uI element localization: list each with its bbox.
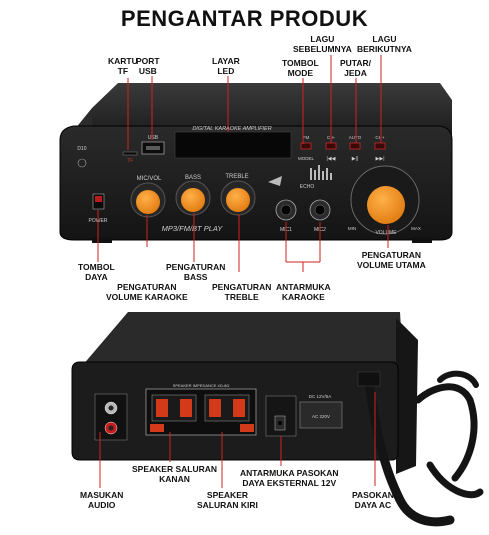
tf-slot <box>122 151 138 156</box>
model-text: MODEL <box>298 156 315 161</box>
mp3-text: MP3/FM/BT PLAY <box>162 224 224 233</box>
fm-text: FM <box>303 135 310 140</box>
model-tag: D10 <box>77 146 86 152</box>
treble-text: TREBLE <box>225 174 248 180</box>
bass-text: BASS <box>185 175 201 181</box>
dc-input <box>265 395 297 437</box>
front-buttons <box>300 142 386 150</box>
ac-cable <box>363 370 484 527</box>
ac-text: AC 220V <box>312 414 330 419</box>
dc-text: DC 12V/5A <box>309 394 332 399</box>
tf-text: TF <box>127 158 133 164</box>
label-putar-jeda: PUTAR/JEDA <box>340 58 372 78</box>
max-text: MAX <box>411 226 421 231</box>
usb-text: USB <box>148 135 159 141</box>
auto-text: AUTO <box>349 135 362 140</box>
prev-glyph: |◀◀ <box>327 156 336 162</box>
next-glyph: ▶▶| <box>376 156 385 162</box>
treble-knob <box>220 180 256 216</box>
rear-speaker-text: SPEAKER IMPEDANCE 4Ω-8Ω <box>173 383 230 388</box>
rear-unit: SPEAKER IMPEDANCE 4Ω-8Ω DC 12V/5A AC 220… <box>71 312 484 527</box>
screen-label: DIGITAL KARAOKE AMPLIFIER <box>192 126 271 132</box>
page-title: PENGANTAR PRODUK <box>120 6 369 31</box>
mic2-jack <box>309 199 331 221</box>
ch-plus-text: CH+ <box>375 135 384 140</box>
echo-text: ECHO <box>300 184 315 190</box>
volume-text: VOLUME <box>375 230 397 236</box>
mic1-jack <box>275 199 297 221</box>
bass-knob <box>175 180 211 216</box>
master-volume-knob <box>350 165 420 235</box>
front-unit: DIGITAL KARAOKE AMPLIFIER USB TF D10 POW… <box>59 83 453 243</box>
play-glyph: ▶|| <box>352 156 358 162</box>
speaker-terminals <box>150 394 254 432</box>
mic-vol-text: MIC/VOL <box>137 176 162 182</box>
min-text: MIN <box>348 226 356 231</box>
mic-vol-knob <box>130 182 166 218</box>
